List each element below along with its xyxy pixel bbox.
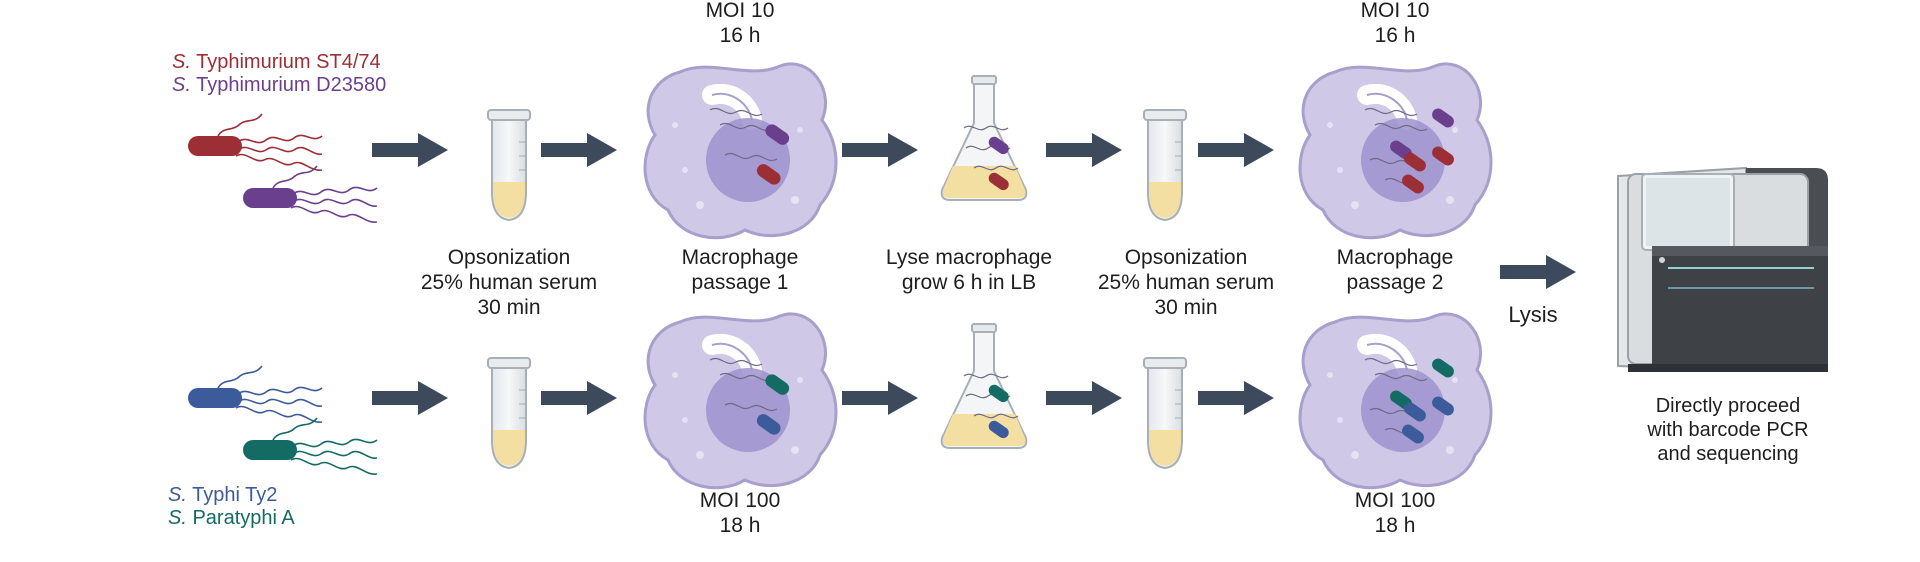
- bacterium-st474-icon: [188, 113, 323, 171]
- strain-label-paratyphi: S. Paratyphi A: [168, 507, 295, 529]
- serum-tube-icon: [1143, 357, 1187, 469]
- arrow-icon: [1198, 381, 1274, 415]
- bacterium-ty2-icon: [188, 365, 323, 423]
- macrophage-icon: [1300, 314, 1491, 488]
- lb-flask-icon: [940, 75, 1028, 201]
- bacterium-paratyphi-icon: [243, 417, 378, 475]
- arrow-icon: [842, 381, 918, 415]
- arrow-icon: [1046, 133, 1122, 167]
- arrow-icon: [1046, 381, 1122, 415]
- lb-flask-icon: [940, 323, 1028, 449]
- serum-tube-icon: [1143, 109, 1187, 221]
- macrophage-icon: [645, 64, 836, 238]
- arrow-icon: [1198, 133, 1274, 167]
- arrow-icon: [541, 381, 617, 415]
- arrow-icon: [372, 133, 448, 167]
- arrow-icon: [541, 133, 617, 167]
- macrophage-icon: [645, 314, 836, 488]
- serum-tube-icon: [487, 109, 531, 221]
- strain-label-st474: S. Typhimurium ST4/74: [172, 51, 381, 73]
- serum-tube-icon: [487, 357, 531, 469]
- step-lysis: Lysis: [1508, 302, 1558, 327]
- lysis-arrow-icon: [1500, 255, 1576, 289]
- sequencer-icon: [1617, 166, 1828, 372]
- strain-label-d23580: S. Typhimurium D23580: [172, 74, 387, 96]
- macrophage-icon: [1300, 64, 1491, 238]
- strain-label-ty2: S. Typhi Ty2: [168, 484, 278, 506]
- bacterium-d23580-icon: [243, 165, 378, 223]
- arrow-icon: [372, 381, 448, 415]
- arrow-icon: [842, 133, 918, 167]
